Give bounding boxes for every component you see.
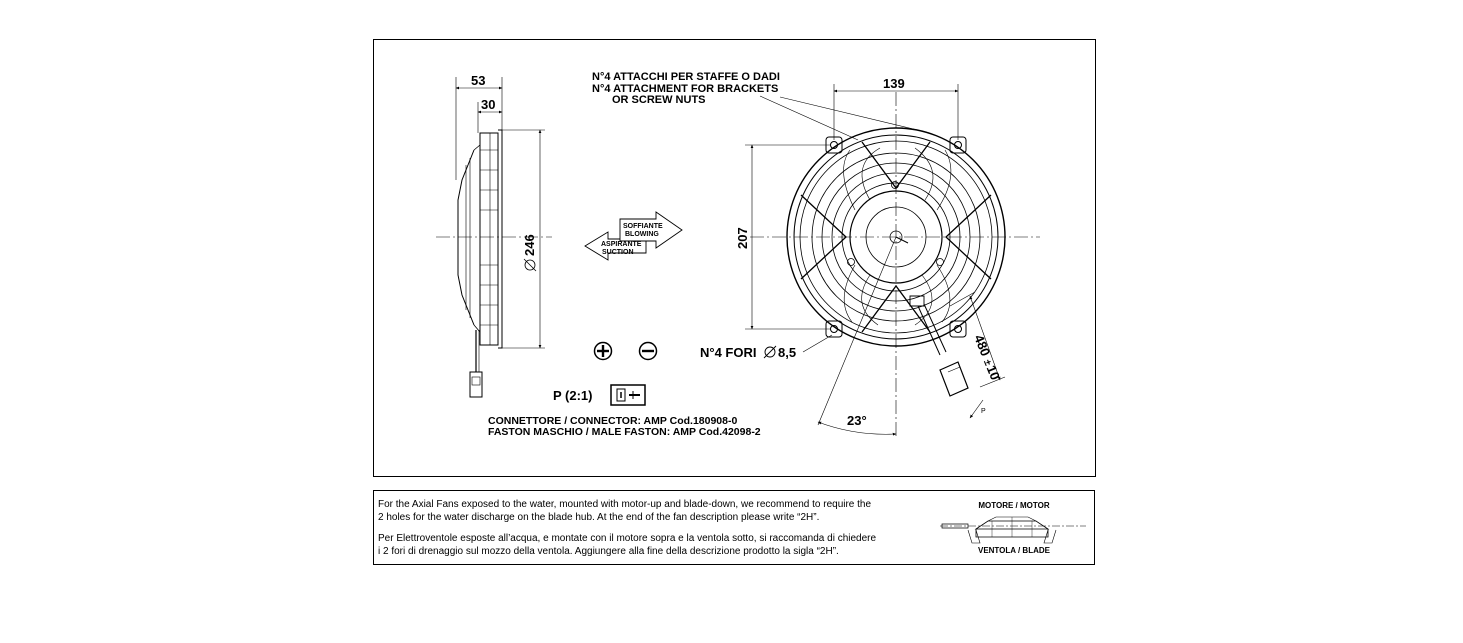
note-en-line2: 2 holes for the water discharge on the b… [378, 512, 820, 523]
holes-diameter: 8,5 [778, 345, 796, 360]
connector-pinout-icon [610, 384, 646, 406]
dim-motor-depth: 30 [481, 97, 495, 112]
dim-cable-pm: ± [981, 358, 993, 368]
note-english: For the Axial Fans exposed to the water,… [378, 498, 903, 524]
dim-width: 139 [883, 76, 905, 91]
attachments-note-it: N°4 ATTACCHI PER STAFFE O DADI [592, 71, 780, 83]
flow-direction-arrow [584, 211, 683, 261]
p-view-marker: P [981, 408, 986, 415]
note-it-line1: Per Elettroventole esposte all’acqua, e … [378, 533, 877, 544]
dim-cable-length: 480 [971, 333, 993, 359]
note-en-line1: For the Axial Fans exposed to the water,… [378, 499, 872, 510]
attachments-note-en: N°4 ATTACHMENT FOR BRACKETS [592, 83, 778, 95]
dim-height: 207 [735, 227, 750, 249]
blowing-label-it: SOFFIANTE [623, 223, 663, 230]
p-detail-label: P (2:1) [553, 388, 593, 403]
plus-terminal-icon [593, 341, 613, 361]
holes-label: N°4 FORI [700, 345, 756, 360]
diameter-symbol-icon [524, 259, 536, 271]
side-view [436, 77, 552, 398]
blowing-label-en: BLOWING [625, 231, 659, 238]
drawing-frame [373, 39, 1096, 477]
minus-terminal-icon [638, 341, 658, 361]
faston-code: FASTON MASCHIO / MALE FASTON: AMP Cod.42… [488, 426, 761, 438]
fan-orientation-icon [940, 516, 1086, 544]
dim-cable-tolerance: 10 [984, 363, 1003, 382]
water-drain-note: For the Axial Fans exposed to the water,… [373, 490, 1095, 565]
front-view [745, 84, 1040, 437]
suction-label-en: SUCTION [602, 249, 634, 256]
dim-diameter: 246 [522, 234, 537, 256]
note-italian: Per Elettroventole esposte all’acqua, e … [378, 532, 903, 558]
diameter-symbol-icon [763, 345, 777, 359]
suction-label-it: ASPIRANTE [601, 241, 642, 248]
attachment-leader-lines [759, 95, 931, 141]
dim-depth: 53 [471, 73, 485, 88]
blade-title: VENTOLA / BLADE [977, 546, 1050, 555]
attachments-note-en2: OR SCREW NUTS [612, 94, 706, 106]
motor-title: MOTORE / MOTOR [978, 501, 1050, 510]
note-it-line2: i 2 fori di drenaggio sul mozzo della ve… [378, 546, 839, 557]
dim-angle: 23° [847, 413, 867, 428]
connector-code: CONNETTORE / CONNECTOR: AMP Cod.180908-0 [488, 415, 737, 427]
